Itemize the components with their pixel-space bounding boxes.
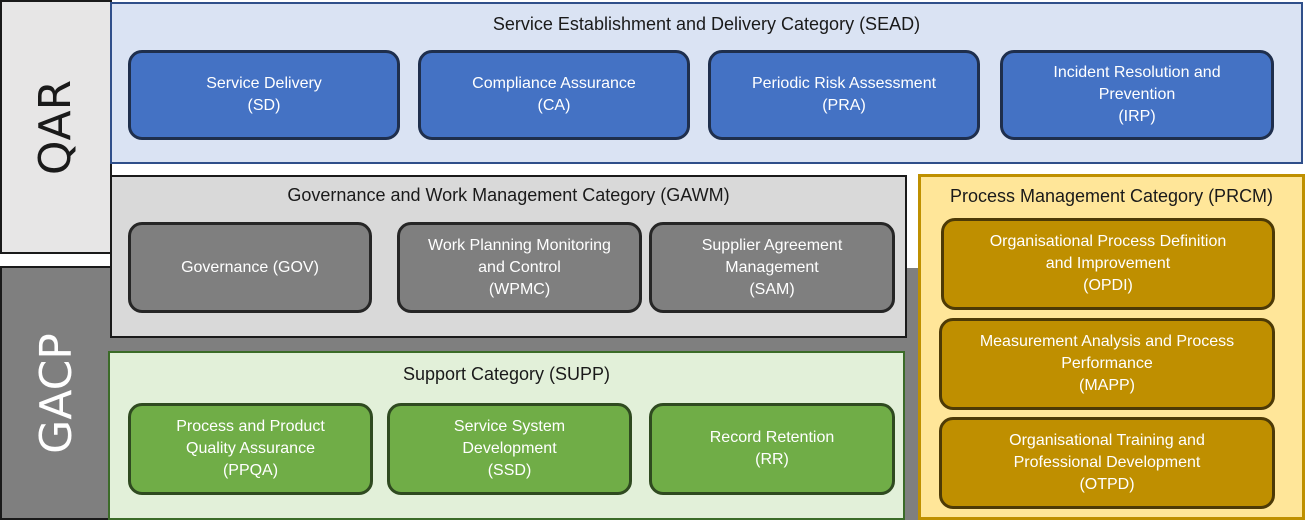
box-text-line: Quality Assurance — [186, 440, 315, 457]
box-text-line: (PPQA) — [222, 462, 279, 479]
prcm-item-opdi: Organisational Process Definition and Imp… — [941, 218, 1275, 310]
gawm-item-gov: Governance (GOV) — [128, 222, 372, 313]
sead-item-sd: Service Delivery (SD) — [128, 50, 400, 140]
box-text-line: (WPMC) — [488, 280, 551, 298]
prcm-category: Process Management Category (PRCM) Organ… — [918, 174, 1305, 520]
box-text-line: Management — [725, 258, 819, 276]
box-text-line: Development — [462, 440, 557, 457]
gacp-label: GACP — [30, 332, 82, 454]
sead-item-ca: Compliance Assurance (CA) — [418, 50, 690, 140]
box-text-line: and Improvement — [1045, 255, 1171, 272]
box-text-line: Professional Development — [1013, 454, 1201, 471]
box-text-line: Prevention — [1098, 86, 1176, 103]
box-text-line: Record Retention — [709, 429, 835, 446]
box-text-line: Work Planning Monitoring — [428, 236, 611, 254]
box-text-line: Supplier Agreement — [701, 236, 843, 254]
box-text-line: (CA) — [537, 97, 571, 114]
box-text-line: (OPDI) — [1083, 277, 1133, 294]
gawm-category: Governance and Work Management Category … — [110, 175, 907, 338]
box-text-line: Measurement Analysis and Process — [979, 333, 1235, 350]
qar-band: QAR — [0, 0, 112, 254]
box-text-line: Periodic Risk Assessment — [751, 75, 937, 92]
box-text-line: (MAPP) — [1079, 377, 1135, 394]
qar-label: QAR — [30, 79, 82, 175]
gawm-title: Governance and Work Management Category … — [287, 185, 730, 205]
box-text-line: Service Delivery — [206, 75, 322, 92]
box-text-line: Organisational Training and — [1009, 432, 1205, 449]
box-text-line: Service System — [453, 418, 566, 435]
supp-title: Support Category (SUPP) — [402, 364, 611, 384]
sead-category: Service Establishment and Delivery Categ… — [110, 2, 1303, 164]
box-text-line: Governance (GOV) — [181, 258, 319, 276]
prcm-title: Process Management Category (PRCM) — [949, 186, 1274, 206]
gawm-item-wpmc: Work Planning Monitoring and Control (WPMC… — [397, 222, 642, 313]
box-text-line: Process and Product — [176, 418, 325, 435]
supp-category: Support Category (SUPP) Process and Prod… — [108, 351, 905, 520]
supp-item-rr: Record Retention (RR) — [649, 403, 895, 495]
box-text-line: Organisational Process Definition — [989, 233, 1227, 250]
sead-item-pra: Periodic Risk Assessment (PRA) — [708, 50, 980, 140]
box-text-line: Performance — [1061, 355, 1153, 372]
box-text-line: (PRA) — [822, 97, 866, 114]
box-text-line: and Control — [478, 258, 561, 276]
box-text-line: Incident Resolution and — [1053, 64, 1221, 81]
box-text-line: (IRP) — [1118, 108, 1156, 125]
box-text-line: Compliance Assurance — [472, 75, 636, 92]
gacp-band: GACP — [0, 266, 112, 520]
box-text-line: (SAM) — [749, 280, 795, 298]
box-text-line: (RR) — [755, 451, 789, 468]
sead-title: Service Establishment and Delivery Categ… — [492, 14, 921, 34]
box-text-line: (OTPD) — [1079, 476, 1135, 493]
box-text-line: (SSD) — [487, 462, 532, 479]
box-text-line: (SD) — [247, 97, 281, 114]
